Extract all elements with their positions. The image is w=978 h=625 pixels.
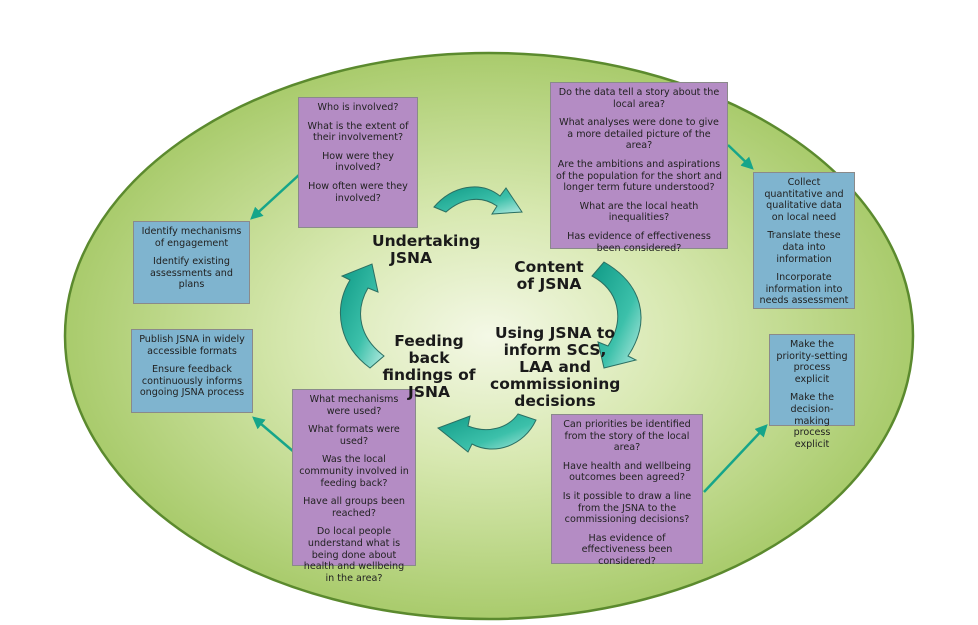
connector-arrow-feedback-to-publish bbox=[252, 416, 295, 453]
box-line: Is it possible to draw a line from the J… bbox=[562, 490, 692, 526]
cycle-arrow-right bbox=[591, 261, 642, 369]
box-line: Has evidence of effectiveness been consi… bbox=[581, 532, 673, 567]
box-line: Was the local community involved in feed… bbox=[299, 454, 409, 489]
box-line: What are the local heath inequalities? bbox=[579, 200, 699, 224]
box-line: Make the decision-making process explici… bbox=[789, 392, 835, 450]
box-collect-actions: Collect quantitative and qualitative dat… bbox=[753, 172, 855, 309]
cycle-arrow-top bbox=[433, 186, 523, 215]
box-feedback-questions: What mechanisms were used? What formats … bbox=[292, 389, 416, 584]
box-line: Ensure feedback continuously informs ong… bbox=[139, 364, 245, 399]
box-line: What mechanisms were used? bbox=[309, 394, 399, 417]
box-line: Can priorities be identified from the st… bbox=[563, 419, 691, 454]
connector-arrow-priorities-to-explicit bbox=[703, 424, 768, 493]
box-engagement-actions: Identify mechanisms of engagement Identi… bbox=[133, 221, 250, 304]
box-line: Make the priority-setting process explic… bbox=[776, 339, 848, 385]
box-line: Translate these data into information bbox=[767, 230, 841, 265]
box-line: Who is involved? bbox=[317, 102, 399, 113]
box-line: Identify mechanisms of engagement bbox=[141, 226, 242, 249]
box-data-story-questions: Do the data tell a story about the local… bbox=[550, 82, 728, 254]
box-publish-actions: Publish JSNA in widely accessible format… bbox=[131, 329, 253, 413]
box-priorities-questions: Can priorities be identified from the st… bbox=[551, 414, 703, 567]
box-line: Have all groups been reached? bbox=[303, 496, 405, 519]
stage-label-feeding: Feeding back findings of JSNA bbox=[382, 332, 476, 401]
box-line: How were they involved? bbox=[322, 150, 394, 174]
box-line: Have health and wellbeing outcomes been … bbox=[562, 460, 692, 484]
stage-label-using: Using JSNA to inform SCS, LAA and commis… bbox=[490, 324, 621, 410]
box-line: What is the extent of their involvement? bbox=[307, 120, 409, 144]
stage-label-undertaking: Undertaking JSNA bbox=[372, 232, 481, 267]
connector-arrow-involvement-to-engagement bbox=[250, 173, 301, 220]
stage-label-content: Content of JSNA bbox=[514, 258, 584, 293]
cycle-arrow-bottom bbox=[437, 413, 537, 453]
box-explicit-actions: Make the priority-setting process explic… bbox=[769, 334, 855, 450]
box-line: Are the ambitions and aspirations of the… bbox=[556, 158, 722, 194]
box-line: What analyses were done to give a more d… bbox=[559, 117, 719, 152]
box-line: Has evidence of effectiveness been consi… bbox=[567, 230, 711, 254]
box-line: Do the data tell a story about the local… bbox=[558, 87, 720, 110]
box-line: Do local people understand what is being… bbox=[303, 526, 405, 584]
box-line: Incorporate information into needs asses… bbox=[759, 272, 849, 307]
box-line: How often were they involved? bbox=[308, 180, 408, 204]
box-line: Identify existing assessments and plans bbox=[150, 256, 233, 291]
box-line: What formats were used? bbox=[308, 424, 400, 447]
box-line: Collect quantitative and qualitative dat… bbox=[764, 177, 844, 223]
cycle-arrow-left bbox=[339, 263, 385, 369]
box-involvement-questions: Who is involved? What is the extent of t… bbox=[298, 97, 418, 228]
connector-arrow-data-to-collect bbox=[727, 144, 754, 170]
box-line: Publish JSNA in widely accessible format… bbox=[139, 334, 245, 357]
